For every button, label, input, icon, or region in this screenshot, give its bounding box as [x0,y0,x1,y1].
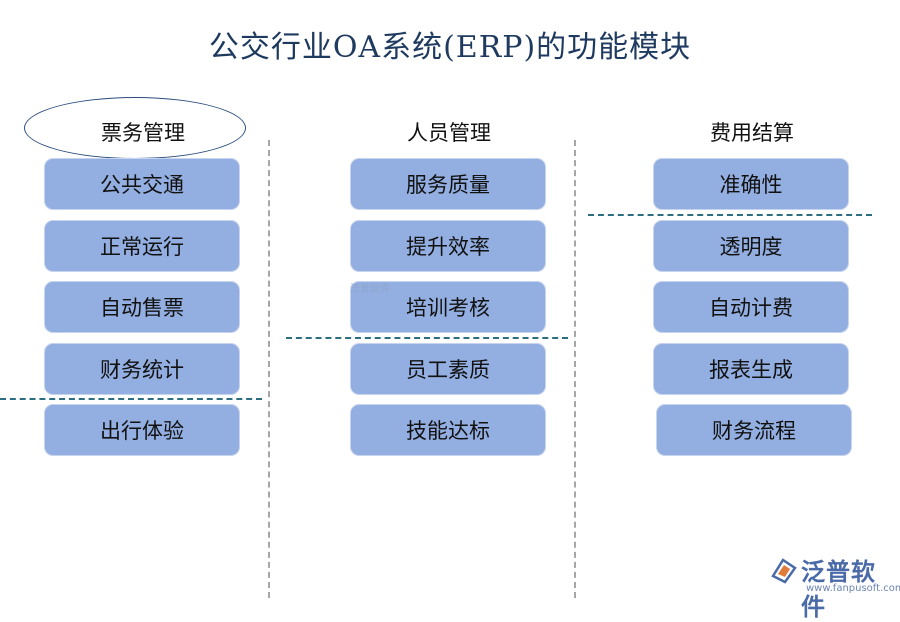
column-divider [268,140,270,598]
separator-line [286,337,568,339]
module-box: 提升效率 [350,220,546,272]
separator-line [588,214,872,216]
module-box: 自动售票 [44,281,240,333]
brand-watermark: 泛普软件 www.fanpusoft.com [770,552,900,621]
module-box: 财务统计 [44,343,240,395]
module-box: 财务流程 [656,404,852,456]
module-box: 技能达标 [350,404,546,456]
module-box: 培训考核 [350,281,546,333]
module-box: 报表生成 [653,343,849,395]
module-box: 准确性 [653,158,849,210]
column-header-settlement: 费用结算 [710,121,794,145]
diagram-title: 公交行业OA系统(ERP)的功能模块 [208,30,692,65]
module-box: 透明度 [653,220,849,272]
brand-url: www.fanpusoft.com [806,583,900,594]
module-box: 出行体验 [44,404,240,456]
brand-logo-icon [771,558,797,584]
module-box: 员工素质 [350,343,546,395]
module-box: 公共交通 [44,158,240,210]
module-box: 服务质量 [350,158,546,210]
column-header-ticketing: 票务管理 [101,121,185,145]
column-header-personnel: 人员管理 [407,121,491,145]
column-divider [574,140,576,598]
watermark-center: 泛普软件 [350,284,390,295]
separator-line [0,398,262,400]
module-box: 自动计费 [653,281,849,333]
module-box: 正常运行 [44,220,240,272]
